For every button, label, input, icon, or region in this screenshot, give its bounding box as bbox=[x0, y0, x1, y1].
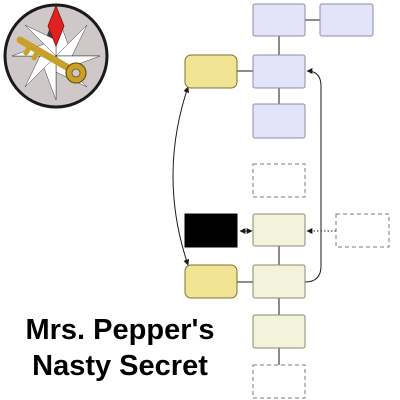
connector-curved-arrow bbox=[172, 86, 190, 266]
title-line-2: Nasty Secret bbox=[32, 350, 208, 382]
node-dashed-placeholder-bottom bbox=[252, 364, 306, 399]
connector-return-arrow bbox=[304, 68, 322, 283]
logo bbox=[3, 3, 109, 109]
node-black bbox=[184, 213, 238, 248]
node-dashed-placeholder-top bbox=[252, 163, 306, 198]
node-cream-lower bbox=[252, 264, 306, 299]
node-blue-bottom bbox=[252, 103, 306, 139]
title-line-1: Mrs. Pepper's bbox=[25, 314, 215, 346]
key-icon bbox=[16, 36, 87, 84]
page-title: Mrs. Pepper's Nasty Secret bbox=[0, 312, 240, 384]
node-blue-top-right bbox=[319, 3, 374, 37]
node-dashed-placeholder-right bbox=[335, 213, 390, 248]
node-yellow-top bbox=[184, 54, 238, 89]
connectors bbox=[172, 19, 336, 365]
nodes bbox=[184, 3, 390, 399]
node-blue-middle bbox=[252, 54, 306, 89]
node-yellow-bottom bbox=[184, 264, 238, 299]
node-blue-top bbox=[252, 3, 306, 37]
node-cream-bottom bbox=[252, 314, 306, 349]
star-point-light bbox=[24, 24, 57, 57]
star-north-red bbox=[47, 4, 65, 48]
node-cream-middle bbox=[252, 213, 306, 247]
